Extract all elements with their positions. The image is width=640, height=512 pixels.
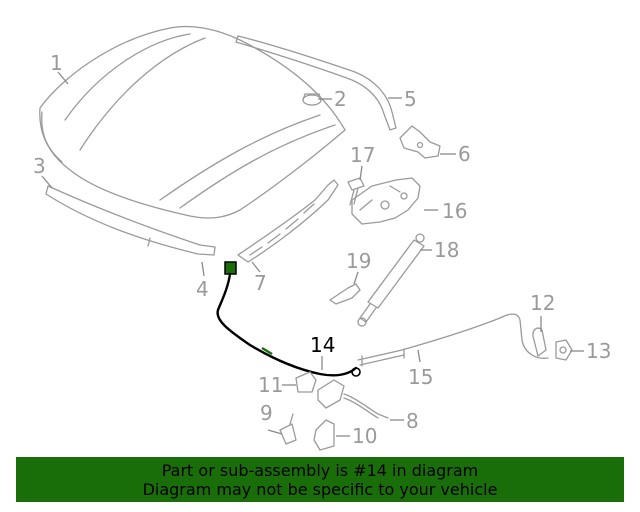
callout-10: 10	[352, 424, 377, 448]
part-release-cable[interactable]	[216, 261, 361, 377]
part-hinge-assembly[interactable]	[351, 177, 421, 225]
part-cable-clip[interactable]	[532, 327, 547, 357]
part-small-bracket[interactable]	[329, 283, 361, 305]
part-release-lever[interactable]	[295, 371, 317, 393]
callout-17: 17	[350, 143, 375, 167]
part-cable-extension[interactable]	[357, 313, 549, 367]
part-insulator-strip[interactable]	[237, 179, 339, 263]
callout-19: 19	[346, 249, 371, 273]
callout-14: 14	[310, 333, 335, 357]
callout-2: 2	[334, 87, 347, 111]
callout-6: 6	[458, 142, 471, 166]
leader-lines	[41, 71, 584, 437]
part-striker[interactable]	[279, 413, 297, 445]
callout-13: 13	[586, 339, 611, 363]
part-latch-assembly[interactable]	[313, 379, 389, 451]
callout-8: 8	[406, 409, 419, 433]
part-hinge-bracket[interactable]	[399, 125, 441, 159]
part-front-seal[interactable]	[45, 185, 216, 256]
part-latch-handle[interactable]	[555, 339, 573, 361]
callout-labels: 1 2 3 4 5 6 7 8 9 10 11 12 13 14 15 16 1…	[33, 51, 611, 448]
callout-3: 3	[33, 154, 46, 178]
callout-16: 16	[442, 199, 467, 223]
part-gas-strut[interactable]	[357, 233, 425, 327]
callout-4: 4	[196, 277, 209, 301]
callout-7: 7	[254, 271, 267, 295]
part-side-seal[interactable]	[235, 35, 397, 131]
callout-12: 12	[530, 291, 555, 315]
callout-15: 15	[408, 365, 433, 389]
callout-5: 5	[404, 87, 417, 111]
part-plug[interactable]	[302, 93, 322, 106]
part-hood[interactable]	[39, 25, 346, 219]
callout-9: 9	[260, 401, 273, 425]
part-bolt[interactable]	[347, 177, 365, 206]
banner-line-part: Part or sub-assembly is #14 in diagram	[161, 461, 479, 480]
callout-11: 11	[258, 373, 283, 397]
info-banner: Part or sub-assembly is #14 in diagram D…	[16, 457, 624, 502]
banner-line-disclaimer: Diagram may not be specific to your vehi…	[142, 480, 498, 499]
callout-18: 18	[434, 238, 459, 262]
callout-1: 1	[50, 51, 63, 75]
